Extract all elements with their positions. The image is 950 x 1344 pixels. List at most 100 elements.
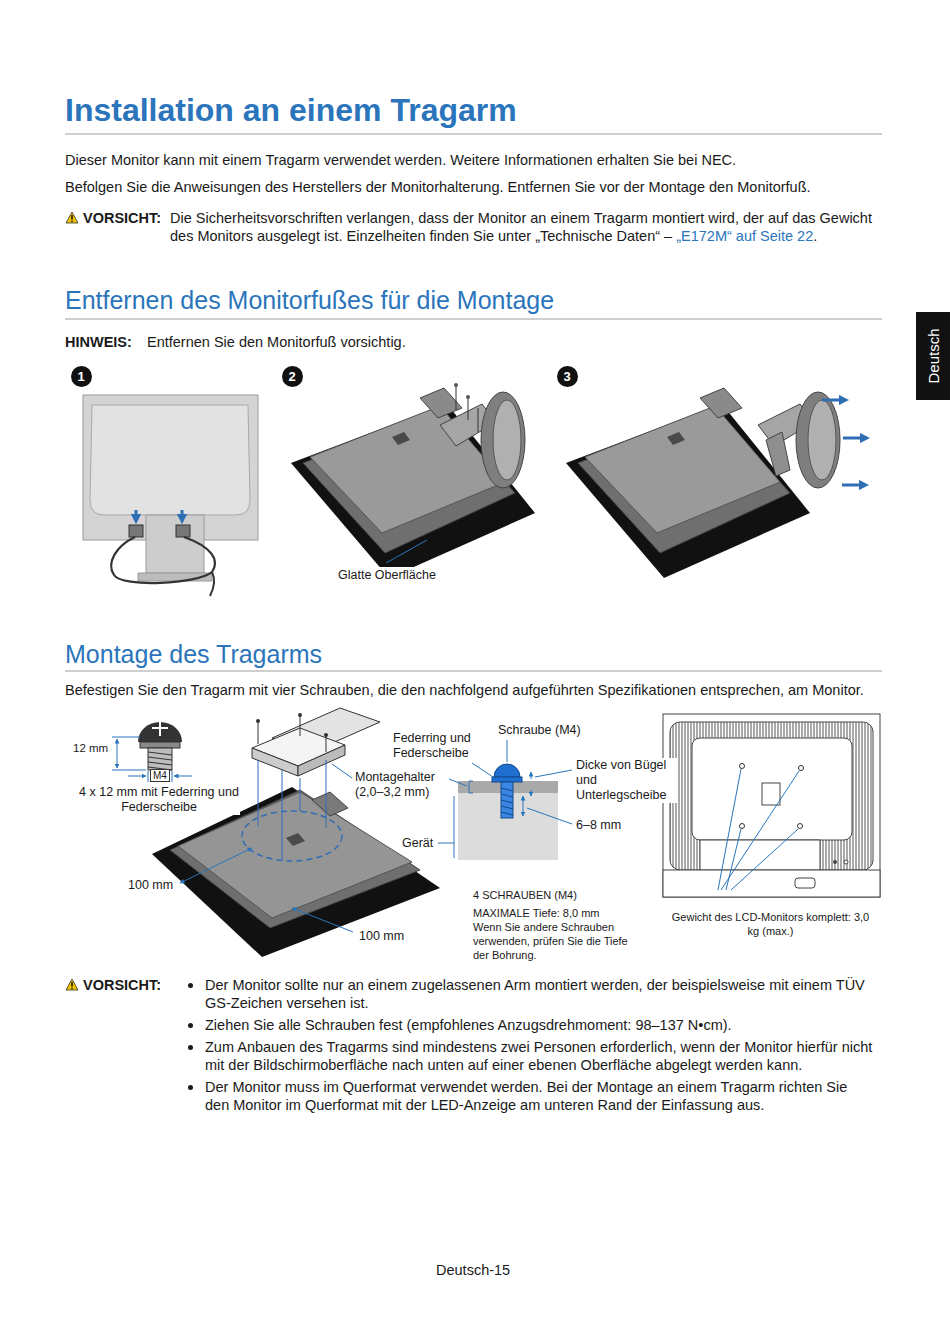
stand-removed-figure [842,484,865,487]
monitor-face-down-figure [456,386,457,410]
body-text: Befestigen Sie den Tragarm mit vier Schr… [65,681,864,699]
warning-icon [71,982,72,987]
part-label: Federring und Federscheibe [392,731,489,761]
screw-detail [112,737,192,782]
arm-mount-figure [300,716,301,736]
cross-section [501,782,513,818]
screw-detail [148,752,172,770]
spec-note: MAXIMALE Tiefe: 8,0 mm [473,906,600,920]
spec-note: Gewicht des LCD-Monitors komplett: 3,0 k… [668,910,873,938]
dimension-label: 100 mm [358,928,405,944]
cross-section [531,772,532,779]
part-label: Dicke von Bügel und Unterlegscheibe [575,758,677,803]
arm-mount-figure [300,778,301,811]
screw-detail [148,771,149,782]
caution-text: . [813,228,817,244]
cross-section [472,763,493,777]
tab-label: Deutsch [925,328,942,383]
warning-icon [71,988,73,990]
screw-detail [148,762,172,765]
step-digit: 3 [563,366,570,387]
monitor-back-figure [90,405,250,515]
part-label: Schraube (M4) [497,722,582,738]
part-label: Montagehalter (2,0–3,2 mm) [354,770,448,800]
monitor-back-holes [670,722,873,870]
step-number: 1 [71,366,92,387]
arm-mount-figure [312,792,348,816]
dimension-label: M4 [150,769,170,782]
body-text: Befolgen Sie die Anweisungen des Herstel… [65,178,811,196]
page-link: „E172M“ auf Seite 22 [676,228,813,244]
screw-detail [148,748,172,770]
screw-detail [172,771,173,782]
step-digit: 1 [77,366,84,387]
monitor-back-holes [692,738,852,840]
monitor-back-holes [844,860,848,864]
screw-detail [117,739,118,768]
monitor-back-figure [83,395,258,596]
dimension-label: 6–8 mm [575,817,622,833]
monitor-back-holes [663,714,880,897]
bullet-item: Der Monitor muss im Querformat verwendet… [205,1078,875,1114]
page-title: Installation an einem Tragarm [65,92,517,129]
arm-mount-figure [326,736,327,752]
screw-detail [148,752,172,755]
monitor-face-down-figure [466,395,470,399]
bullet-item: Ziehen Sie alle Schrauben fest (empfohle… [205,1016,875,1034]
screw-detail [148,757,172,760]
monitor-back-figure [210,572,214,596]
warning-icon [71,215,72,220]
screw-detail [138,722,182,742]
monitor-back-holes [795,878,815,888]
arm-mount-figure [298,745,345,776]
arm-mount-figure [324,733,328,737]
step-digit: 2 [288,366,295,387]
bullet-item: Zum Anbauen des Tragarms sind mindestens… [205,1038,875,1074]
cross-section [501,788,513,815]
step-circle [282,366,303,387]
stand-removed-figure [843,437,866,440]
arm-mount-figure [286,833,305,846]
monitor-face-down-figure [493,400,521,480]
monitor-back-figure [135,510,138,520]
cross-section [501,800,513,803]
dimension-label: 12 mm [72,741,109,755]
page-number: Deutsch-15 [436,1261,510,1279]
step-circle [71,366,92,387]
warning-icon [71,221,73,223]
arm-mount-figure [258,760,259,826]
arm-mount-figure [258,760,326,860]
cross-section [531,790,532,796]
monitor-back-holes [726,829,741,890]
caution-paragraph: Die Sicherheitsvorschriften verlangen, d… [170,209,876,245]
cross-section [507,740,508,762]
dimension-label: 100 mm [127,877,174,893]
cross-section [501,812,513,815]
monitor-back-holes [718,769,799,890]
cross-section [535,770,572,777]
caution-label: VORSICHT: [83,209,161,227]
cross-section [449,779,467,786]
warning-icon [66,979,78,990]
monitor-back-figure [111,537,215,583]
monitor-face-down-figure [386,540,427,563]
screw-detail [140,742,180,748]
monitor-back-holes [663,714,880,897]
stand-removed-figure [796,392,840,488]
part-label: 4 x 12 mm mit Federring und Federscheibe [78,785,240,815]
warning-icon [66,212,78,223]
warning-icon [66,212,78,223]
cross-section [523,796,524,816]
stand-removed-figure [808,400,836,480]
stand-removed-figure [700,388,742,418]
warning-icon [66,979,78,990]
step-number: 3 [557,366,578,387]
monitor-back-holes [740,764,745,769]
arm-mount-figure [332,764,352,778]
arm-mount-figure [298,713,302,717]
arm-mount-figure [256,719,260,723]
cross-section [469,781,473,793]
caution-label: VORSICHT: [83,976,161,994]
